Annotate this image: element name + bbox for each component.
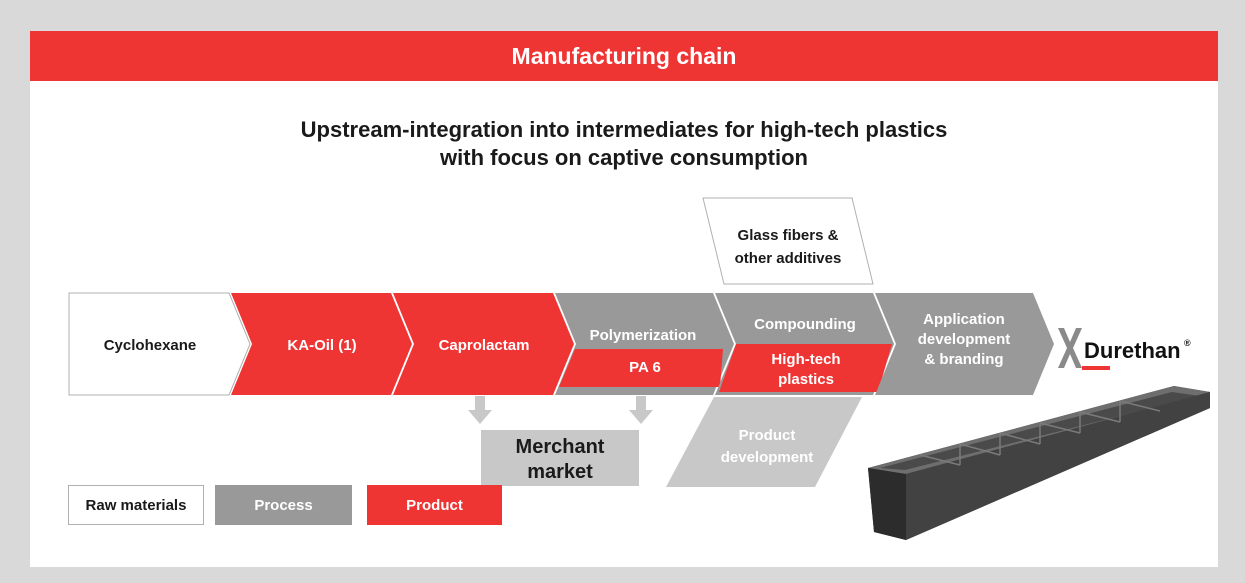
legend-raw-materials: Raw materials — [68, 485, 204, 525]
brand-mark: ® — [1184, 338, 1191, 348]
chevron-ka-oil — [231, 293, 412, 395]
title-text: Manufacturing chain — [511, 42, 737, 69]
product-dev-label-1: Product — [739, 427, 796, 444]
legend-product-label: Product — [406, 496, 463, 514]
glass-fibers-label-1: Glass fibers & — [738, 227, 839, 244]
arrow-head-right — [629, 410, 653, 424]
product-development-shape — [666, 397, 862, 487]
pa6-label: PA 6 — [629, 359, 661, 376]
chevron-application — [875, 293, 1054, 395]
merchant-label-2: market — [527, 461, 593, 483]
durethan-logo-icon — [1058, 328, 1110, 370]
brand-name: Durethan — [1084, 338, 1181, 363]
glass-fibers-shape — [702, 197, 874, 285]
application-label-1: Application — [923, 311, 1005, 328]
subtitle-line1: Upstream-integration into intermediates … — [300, 117, 948, 142]
hightech-label-1: High-tech — [771, 351, 840, 368]
legend-raw-label: Raw materials — [85, 496, 187, 514]
merchant-market-box — [481, 430, 639, 486]
ka-oil-label: KA-Oil (1) — [287, 337, 356, 354]
cyclohexane-label: Cyclohexane — [104, 337, 197, 354]
application-label-2: development — [918, 331, 1011, 348]
compounding-label: Compounding — [754, 316, 856, 333]
caprolactam-label: Caprolactam — [439, 337, 530, 354]
chevron-cyclohexane — [68, 292, 251, 396]
arrow-shaft-right — [636, 396, 646, 412]
merchant-label-1: Merchant — [516, 436, 605, 458]
product-tray-image — [868, 386, 1210, 540]
legend-process: Process — [215, 485, 352, 525]
page-title: Manufacturing chain — [30, 31, 1218, 81]
application-label-3: & branding — [924, 351, 1003, 368]
polymerization-label: Polymerization — [590, 327, 697, 344]
subtitle: Upstream-integration into intermediates … — [30, 116, 1218, 172]
subtitle-line2: with focus on captive consumption — [440, 145, 808, 170]
hightech-label-2: plastics — [778, 371, 834, 388]
arrow-shaft-left — [475, 396, 485, 412]
hightech-product-box — [719, 344, 892, 392]
legend-product: Product — [367, 485, 502, 525]
product-dev-label-2: development — [721, 449, 814, 466]
legend-process-label: Process — [254, 496, 313, 514]
pa6-product-box — [559, 349, 723, 387]
arrow-head-left — [468, 410, 492, 424]
chevron-caprolactam — [393, 293, 574, 395]
glass-fibers-label-2: other additives — [735, 250, 842, 267]
